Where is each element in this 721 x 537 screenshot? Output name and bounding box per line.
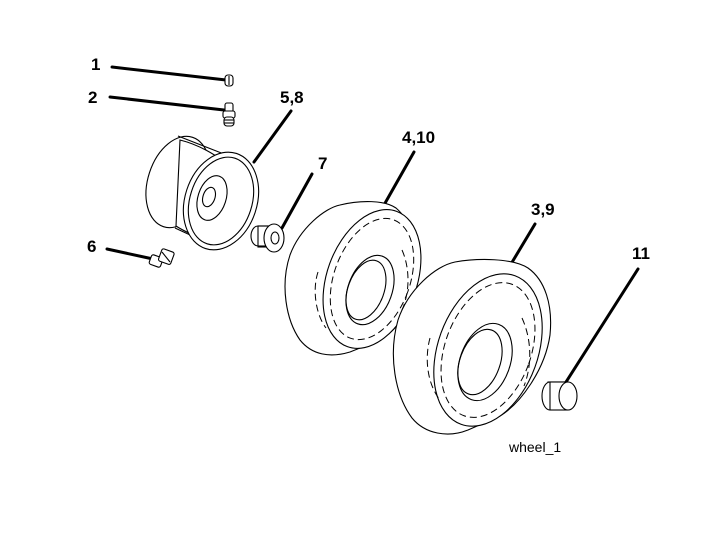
leader-line-4-10 bbox=[382, 150, 416, 207]
rim-part bbox=[145, 135, 260, 251]
valve-cap-part bbox=[224, 74, 234, 87]
callout-label-1: 1 bbox=[91, 55, 100, 74]
tire-part-3-9 bbox=[392, 259, 552, 435]
leader-line-11 bbox=[564, 267, 640, 384]
bushing-part bbox=[250, 223, 285, 253]
callout-label-6: 6 bbox=[87, 237, 96, 256]
leader-line-1 bbox=[110, 65, 228, 82]
hub-cap-part bbox=[541, 381, 578, 411]
leader-line-6 bbox=[105, 247, 155, 261]
leader-line-5-8 bbox=[252, 109, 293, 164]
callout-label-4-10: 4,10 bbox=[402, 128, 435, 147]
valve-stem-part bbox=[222, 102, 236, 127]
callout-label-2: 2 bbox=[88, 88, 97, 107]
leader-line-7 bbox=[280, 172, 314, 230]
diagram-caption: wheel_1 bbox=[508, 439, 561, 455]
tire-part-4-10 bbox=[284, 201, 422, 356]
callout-label-5-8: 5,8 bbox=[280, 88, 304, 107]
callout-label-3-9: 3,9 bbox=[531, 200, 555, 219]
leader-line-2 bbox=[108, 95, 226, 112]
bolt-part bbox=[148, 248, 175, 268]
callout-label-11: 11 bbox=[632, 244, 650, 263]
callout-label-7: 7 bbox=[318, 154, 327, 173]
